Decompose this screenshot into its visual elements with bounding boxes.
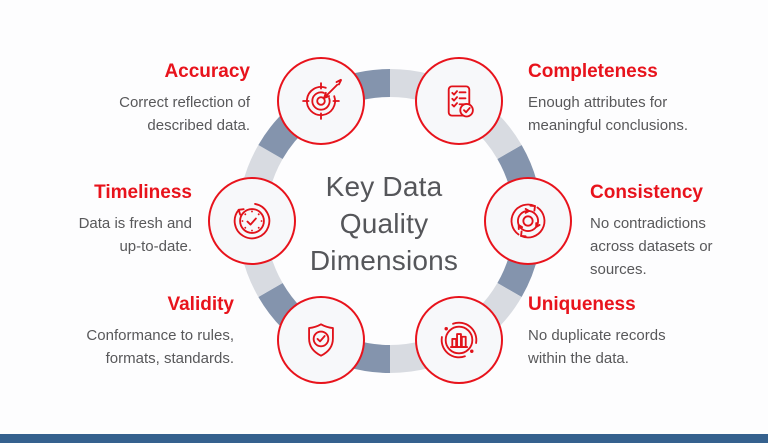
dimension-description-line: Enough attributes for xyxy=(528,94,668,111)
timeliness-icon-circle xyxy=(208,177,296,265)
checklist-check-icon xyxy=(447,85,474,118)
dimension-title: Consistency xyxy=(590,182,703,203)
target-arrow-icon xyxy=(302,78,342,120)
dimension-description-line: up-to-date. xyxy=(119,238,192,255)
dimension-uniqueness: Uniqueness No duplicate records within t… xyxy=(528,293,666,370)
dimension-description-line: within the data. xyxy=(528,350,629,367)
clock-check-icon xyxy=(233,203,271,240)
dimension-title: Accuracy xyxy=(164,61,250,82)
dimension-description-line: sources. xyxy=(590,261,647,278)
dimension-title: Uniqueness xyxy=(528,294,636,315)
consistency-icon-circle xyxy=(484,177,572,265)
validity-icon-circle xyxy=(277,296,365,384)
diagram-title: Key Data Quality Dimensions xyxy=(260,168,508,279)
diagram-title-line: Dimensions xyxy=(309,245,459,276)
completeness-icon-circle xyxy=(415,57,503,145)
dimension-completeness: Completeness Enough attributes for meani… xyxy=(528,60,688,137)
bar-chart-orbit-icon xyxy=(440,321,478,359)
dimension-consistency: Consistency No contradictions across dat… xyxy=(590,181,713,281)
accuracy-icon-circle xyxy=(277,57,365,145)
dimension-description-line: No contradictions xyxy=(590,215,706,232)
dimension-timeliness: Timeliness Data is fresh and up-to-date. xyxy=(79,181,192,258)
dimension-description-line: across datasets or xyxy=(590,238,713,255)
diagram-title-line: Key Data xyxy=(325,171,443,202)
dimension-description-line: No duplicate records xyxy=(528,327,666,344)
shield-check-icon xyxy=(308,323,334,357)
dimension-description-line: described data. xyxy=(147,117,250,134)
diagram-title-line: Quality xyxy=(339,208,429,239)
dimension-validity: Validity Conformance to rules, formats, … xyxy=(86,293,234,370)
dimension-description-line: formats, standards. xyxy=(105,350,234,367)
dimension-description-line: Data is fresh and xyxy=(78,215,192,232)
footer-accent-bar xyxy=(0,434,768,443)
uniqueness-icon-circle xyxy=(415,296,503,384)
dimension-title: Validity xyxy=(167,294,234,315)
dimension-accuracy: Accuracy Correct reflection of described… xyxy=(119,60,250,137)
dimension-title: Timeliness xyxy=(94,182,192,203)
dimension-description-line: Correct reflection of xyxy=(119,94,250,111)
dimension-description-line: Conformance to rules, xyxy=(86,327,234,344)
dimension-description-line: meaningful conclusions. xyxy=(528,117,689,134)
sync-cycle-icon xyxy=(510,203,546,239)
dimension-title: Completeness xyxy=(528,61,658,82)
